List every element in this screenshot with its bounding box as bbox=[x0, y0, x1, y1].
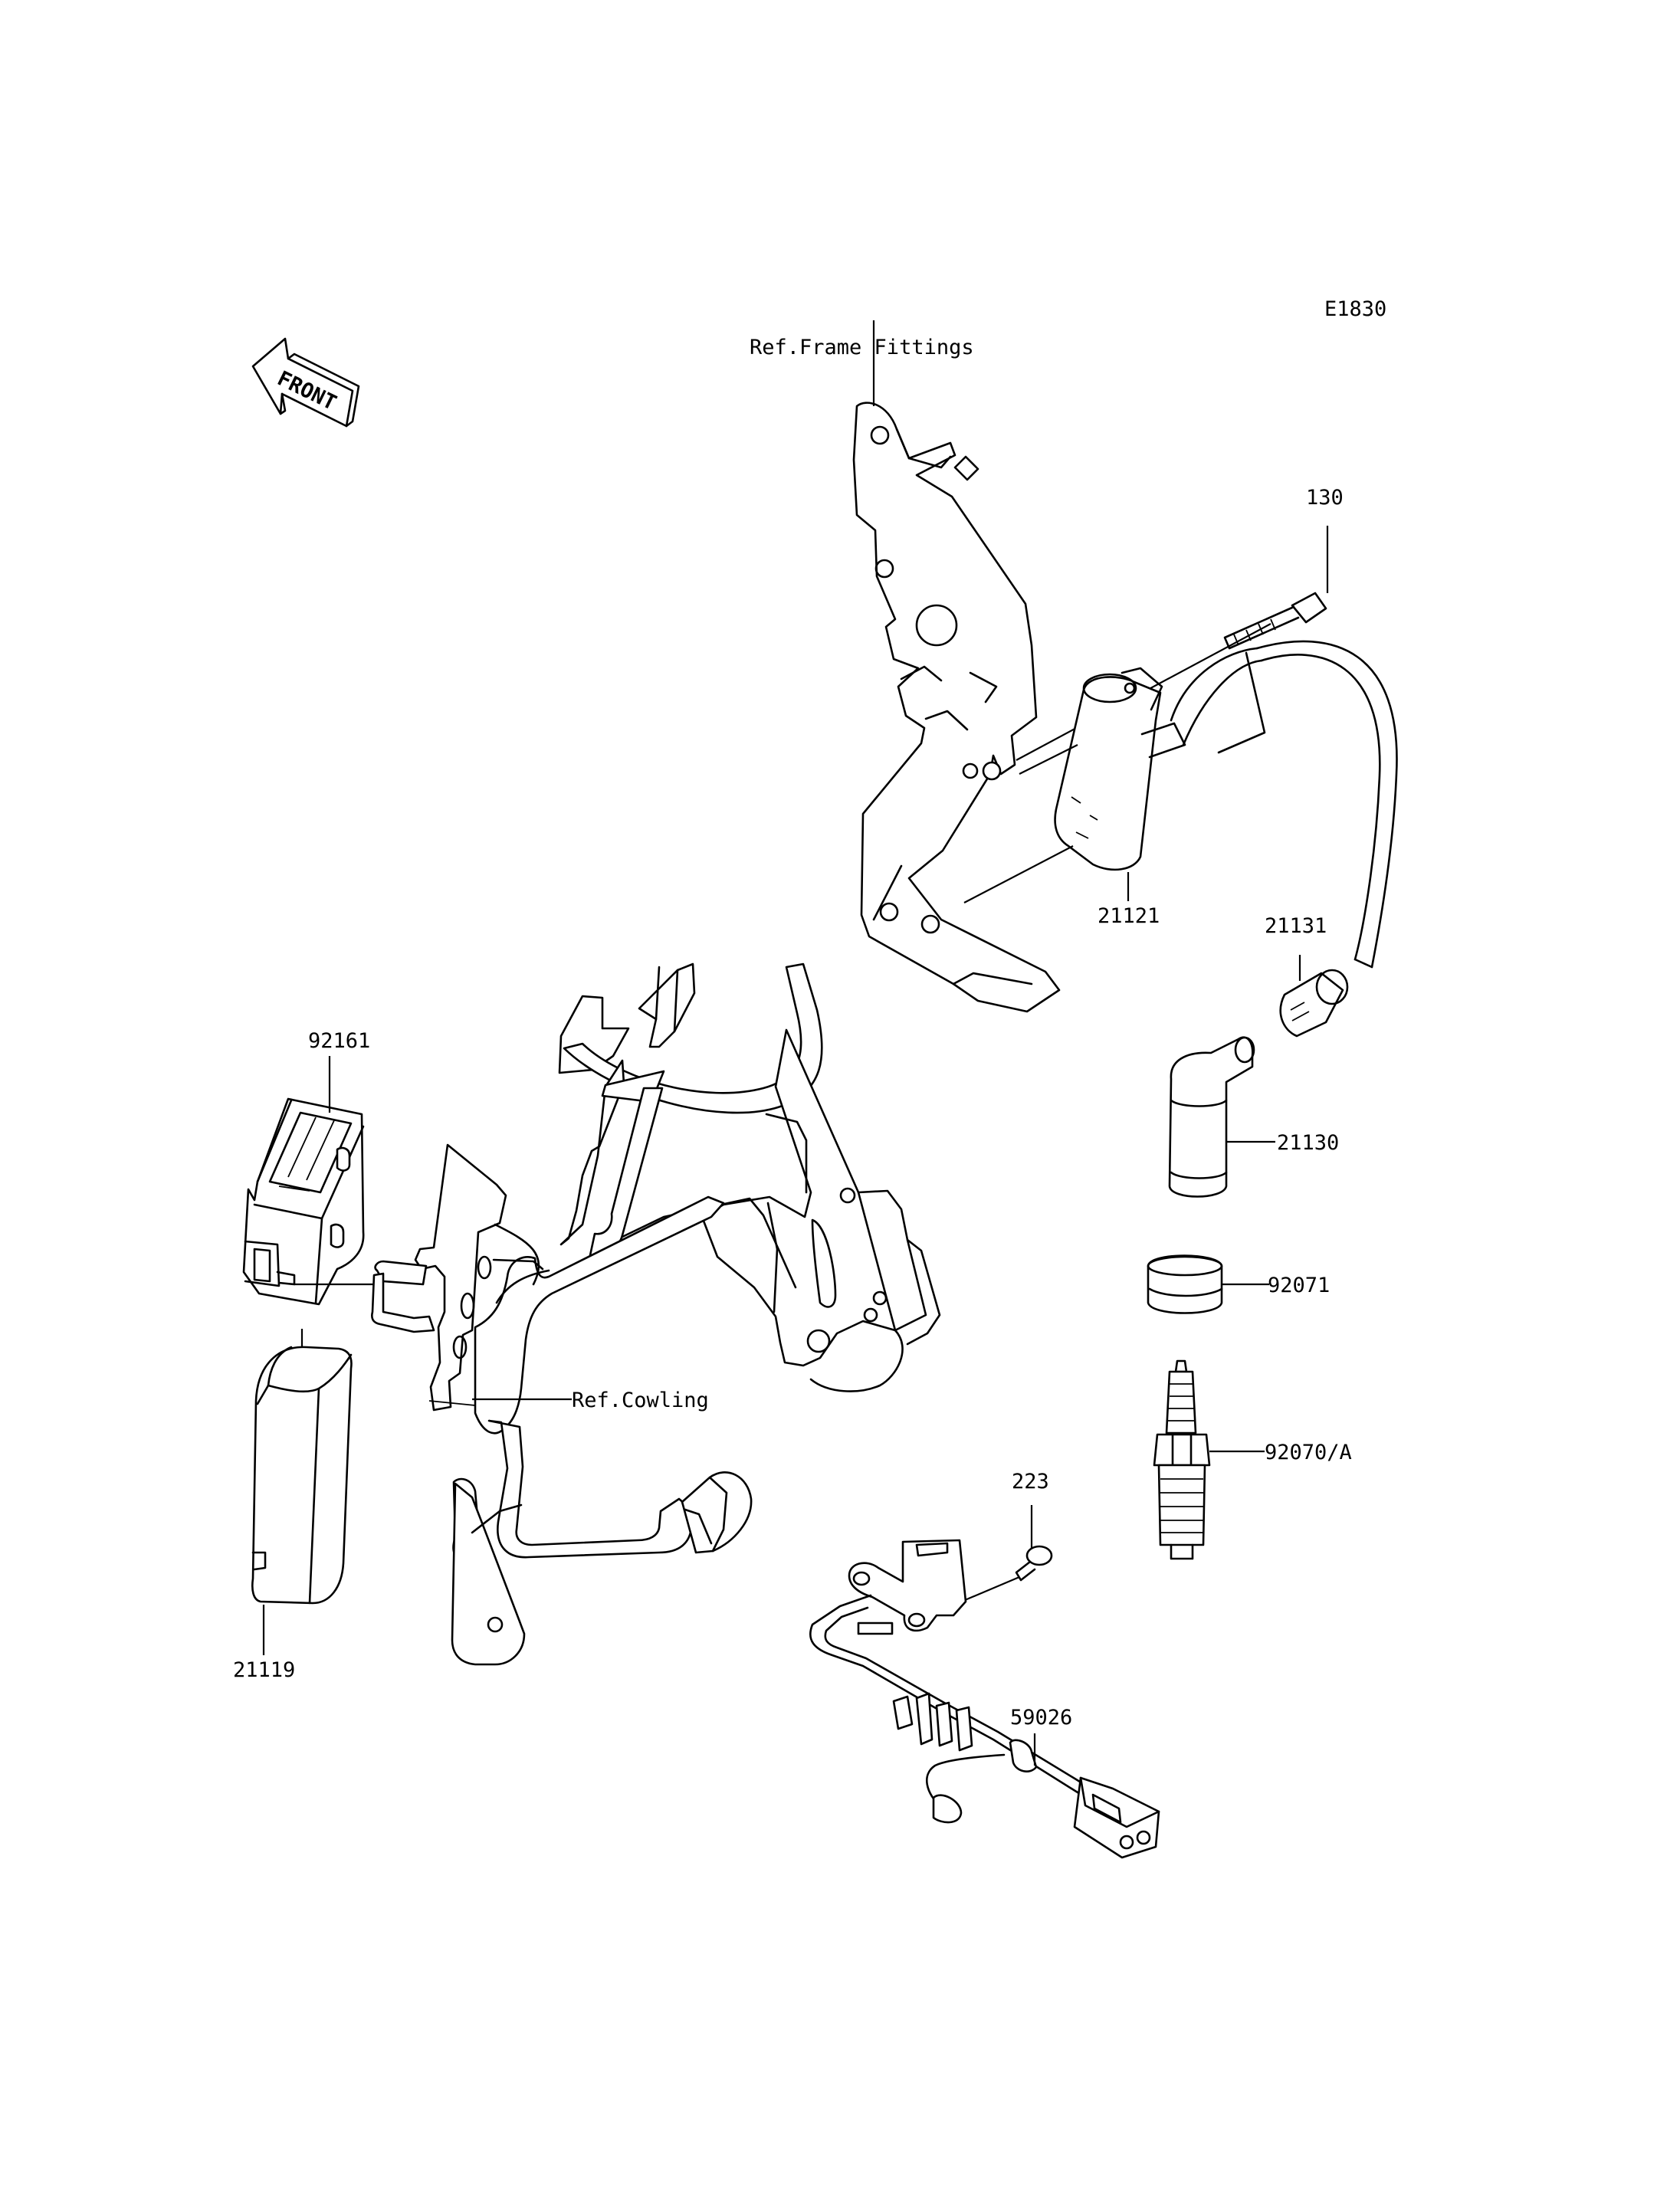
cap-21131 bbox=[1279, 969, 1349, 1038]
sensor-harness-59026 bbox=[809, 1539, 1160, 1859]
ref-cowling: Ref.Cowling bbox=[572, 1389, 709, 1412]
part-21119-label: 21119 bbox=[233, 1658, 295, 1682]
spark-plug-92070a bbox=[1153, 1359, 1211, 1560]
seal-92071 bbox=[1147, 1254, 1223, 1314]
cowling-bracket bbox=[371, 962, 941, 1666]
ecu-holder-92161 bbox=[242, 1097, 365, 1306]
part-130-label: 130 bbox=[1306, 486, 1344, 510]
part-21121-label: 21121 bbox=[1098, 904, 1160, 928]
plug-cap-21130 bbox=[1168, 1036, 1255, 1198]
part-21130-label: 21130 bbox=[1277, 1131, 1339, 1155]
ecu-21119 bbox=[251, 1346, 353, 1605]
frame-fittings-bracket bbox=[852, 402, 1061, 1013]
ignition-coil bbox=[1054, 640, 1398, 969]
front-arrow-icon: FRONT bbox=[251, 337, 360, 428]
part-92071-label: 92071 bbox=[1268, 1274, 1330, 1297]
coil-guide-bottom bbox=[963, 845, 1074, 903]
ref-frame-fittings: Ref.Frame Fittings bbox=[750, 336, 974, 359]
part-59026-label: 59026 bbox=[1010, 1706, 1072, 1730]
coil-guide-top bbox=[1019, 744, 1078, 775]
bolt-130-icon bbox=[1223, 592, 1327, 650]
diagram-code: E1830 bbox=[1324, 297, 1386, 321]
part-223-label: 223 bbox=[1012, 1470, 1049, 1494]
bolt-223-icon bbox=[1015, 1545, 1053, 1582]
part-21131-label: 21131 bbox=[1265, 914, 1327, 938]
part-92161-label: 92161 bbox=[308, 1029, 370, 1053]
part-92070a-label: 92070/A bbox=[1265, 1441, 1352, 1464]
